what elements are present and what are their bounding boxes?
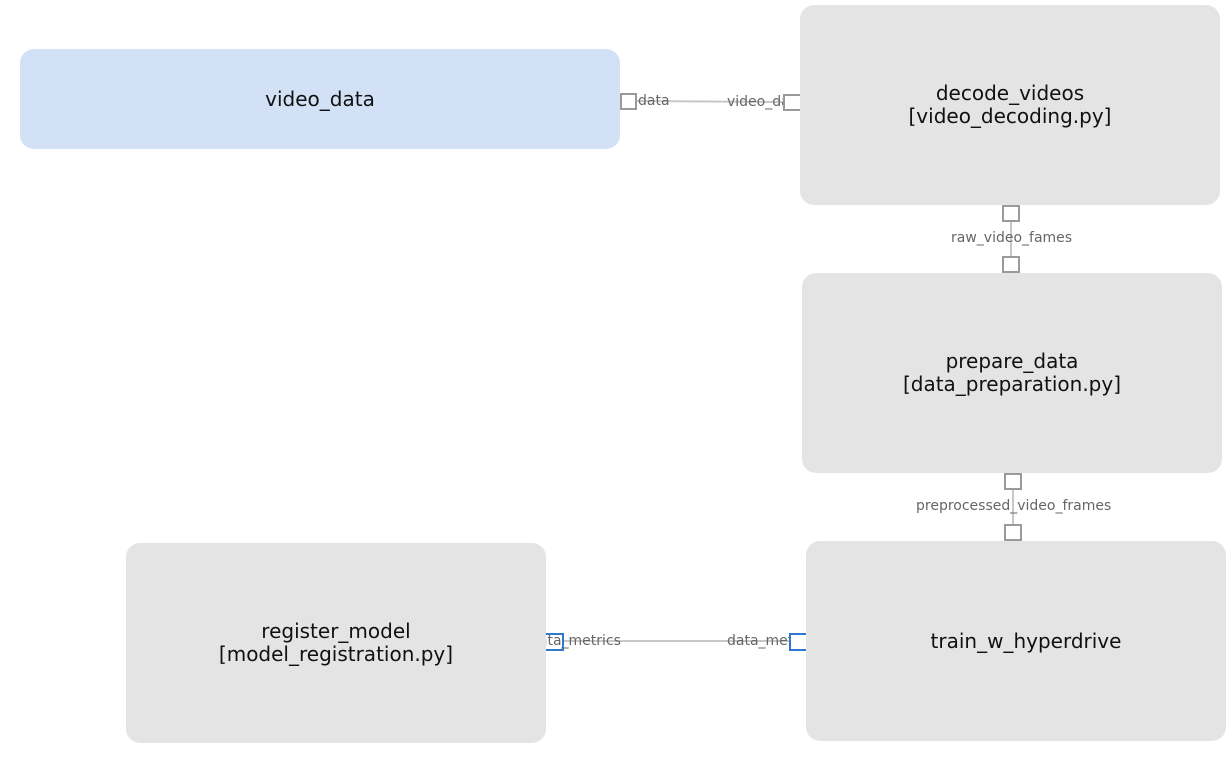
output-port-data-metrics[interactable] bbox=[789, 633, 806, 651]
node-title: video_data bbox=[265, 86, 375, 111]
port-label-data: data bbox=[638, 93, 670, 109]
input-port-preprocessed-video-frames[interactable] bbox=[1004, 524, 1022, 541]
node-script: [model_registration.py] bbox=[218, 642, 454, 666]
output-port-preprocessed-video-frames[interactable] bbox=[1004, 473, 1022, 490]
node-title: prepare_data bbox=[945, 349, 1079, 373]
node-prepare-data[interactable]: prepare_data [data_preparation.py] bbox=[802, 273, 1222, 473]
port-label-video-data: video_data bbox=[727, 94, 783, 110]
node-title: train_w_hyperdrive bbox=[930, 628, 1122, 653]
input-port-video-data[interactable] bbox=[783, 94, 800, 111]
node-script: [data_preparation.py] bbox=[902, 372, 1122, 396]
output-port-raw-video-fames[interactable] bbox=[1002, 205, 1020, 222]
node-train-w-hyperdrive[interactable]: train_w_hyperdrive bbox=[806, 541, 1226, 741]
node-script: [video_decoding.py] bbox=[908, 104, 1112, 128]
output-port-data[interactable] bbox=[620, 93, 637, 110]
port-label-data-metrics-train: data_metrics bbox=[727, 633, 789, 649]
node-register-model[interactable]: register_model [model_registration.py] bbox=[126, 543, 546, 743]
node-title: decode_videos bbox=[935, 81, 1085, 105]
input-port-data-metrics[interactable] bbox=[546, 633, 564, 651]
input-port-raw-video-fames[interactable] bbox=[1002, 256, 1020, 273]
edge-label-raw-video-fames: raw_video_fames bbox=[951, 230, 1073, 246]
node-title: register_model bbox=[261, 619, 411, 643]
node-decode-videos[interactable]: decode_videos [video_decoding.py] bbox=[800, 5, 1220, 205]
port-label-data-metrics-register: data_metrics bbox=[530, 633, 621, 649]
node-video-data[interactable]: video_data bbox=[20, 49, 620, 149]
edge-label-preprocessed-video-frames: preprocessed_video_frames bbox=[916, 498, 1112, 514]
